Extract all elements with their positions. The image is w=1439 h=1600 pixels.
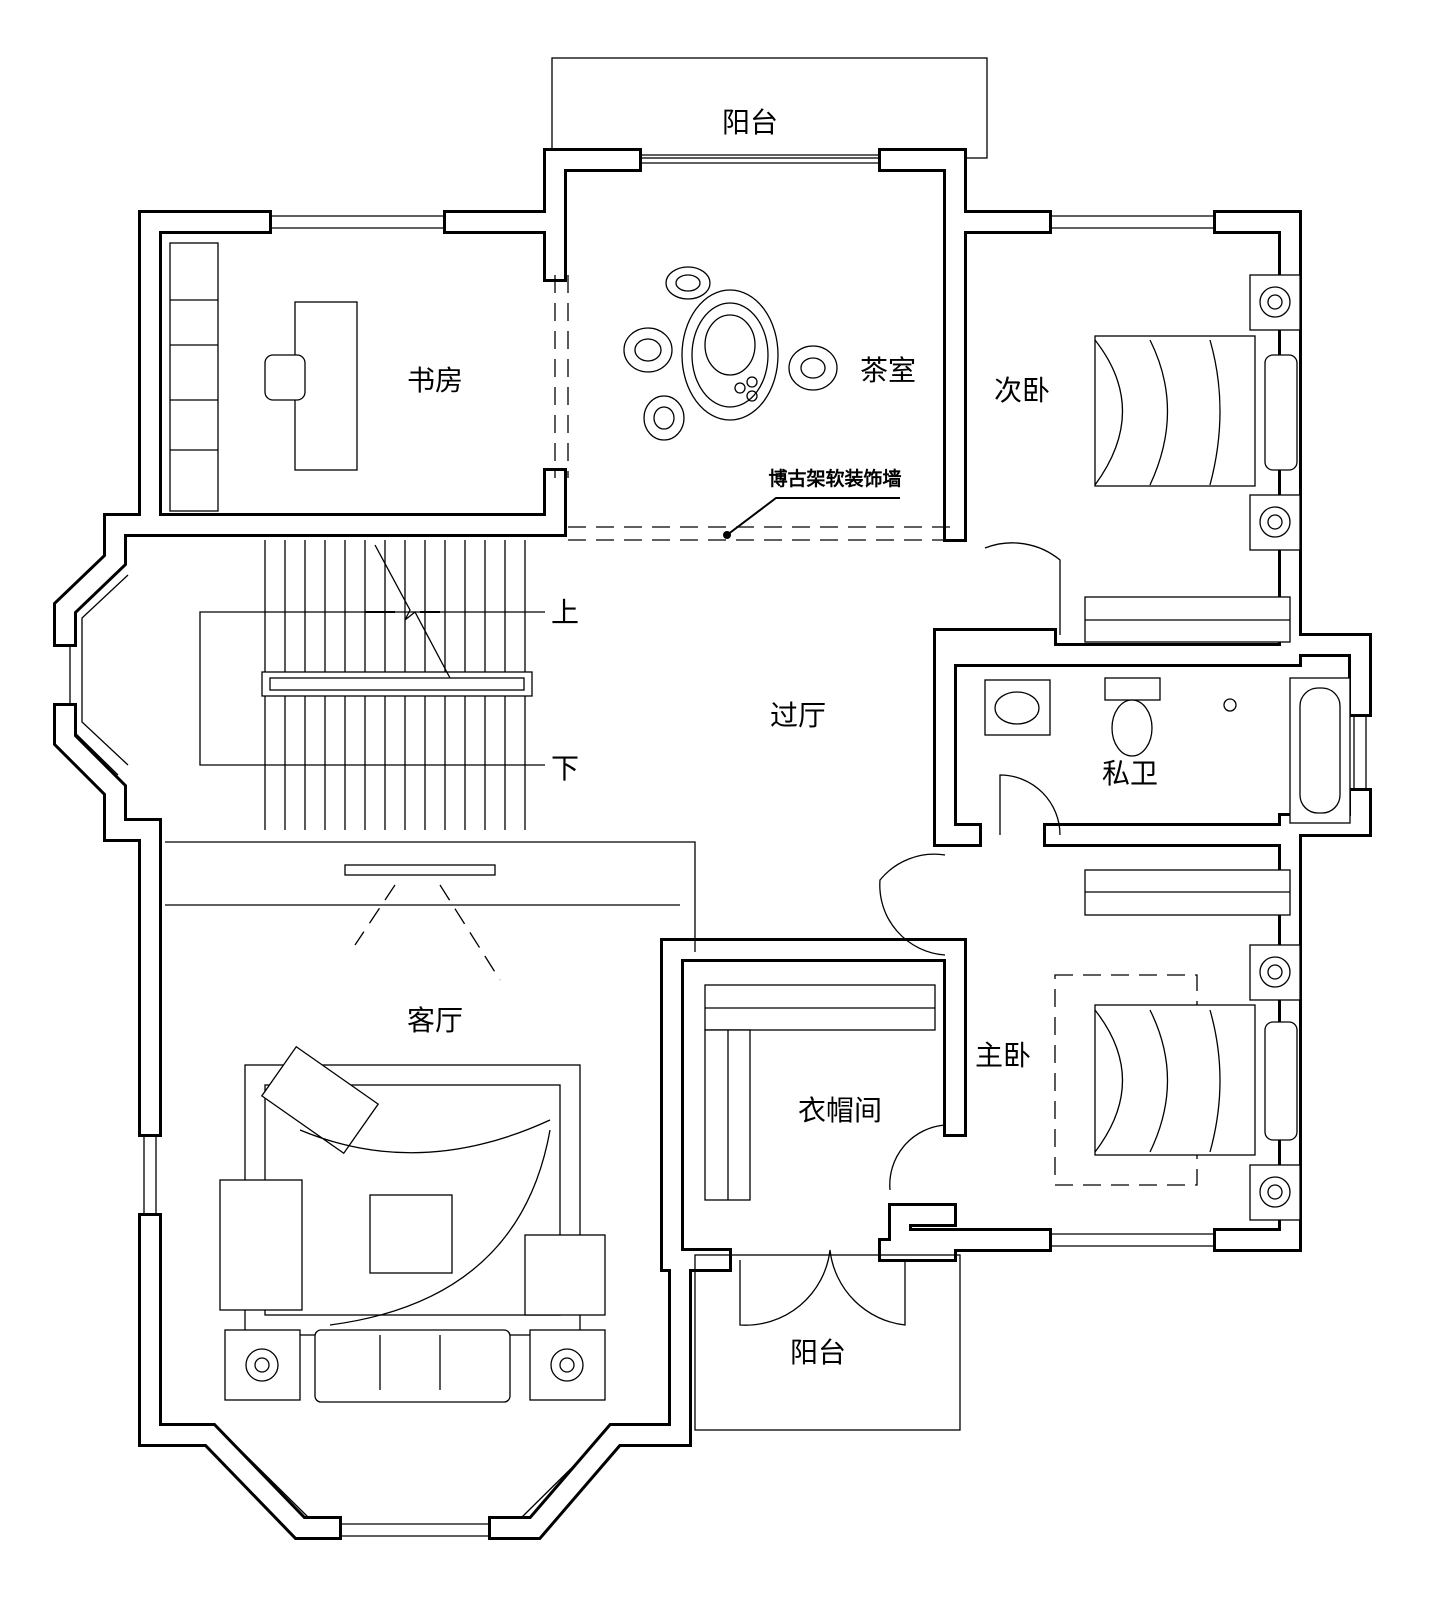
label-living-room: 客厅	[407, 1004, 463, 1037]
label-balcony-bottom: 阳台	[790, 1336, 846, 1369]
tv-wall	[165, 841, 696, 981]
master-door	[889, 1124, 946, 1191]
annotation-leader	[723, 497, 900, 539]
label-second-bedroom: 次卧	[994, 374, 1050, 407]
walls	[53, 148, 1372, 1540]
closet-shelves	[704, 984, 936, 1201]
master-rug	[1054, 974, 1198, 1186]
chair	[264, 354, 306, 401]
annotation-decorative-wall: 博古架软装饰墙	[768, 467, 901, 490]
balcony-top-door	[640, 154, 890, 164]
label-master-bedroom: 主卧	[975, 1039, 1031, 1072]
bath-fixtures	[984, 677, 1351, 824]
stair-up-label: 上	[551, 596, 579, 629]
label-study: 书房	[407, 364, 463, 397]
second-bedroom-bed	[1094, 274, 1301, 551]
label-tea-room: 茶室	[860, 354, 916, 387]
bath-door	[999, 774, 1061, 836]
balcony-double-door	[739, 1249, 906, 1326]
stair-down-label: 下	[551, 752, 579, 785]
master-bed	[1094, 944, 1301, 1221]
label-hall: 过厅	[770, 699, 826, 732]
label-walk-in-closet: 衣帽间	[798, 1094, 882, 1127]
bookshelf	[169, 242, 219, 512]
balcony-bottom-outline	[694, 1254, 961, 1431]
staircase	[199, 540, 545, 830]
living-room-furniture	[219, 1045, 606, 1403]
hall-door	[879, 853, 946, 956]
rockery-decoration	[623, 266, 838, 441]
master-wardrobe	[1084, 869, 1291, 916]
balcony-top-outline	[551, 57, 988, 159]
second-bedroom-door	[984, 542, 1061, 635]
second-bedroom-wardrobe	[1084, 596, 1291, 643]
label-balcony-top: 阳台	[722, 106, 778, 139]
label-private-bath: 私卫	[1102, 757, 1158, 790]
